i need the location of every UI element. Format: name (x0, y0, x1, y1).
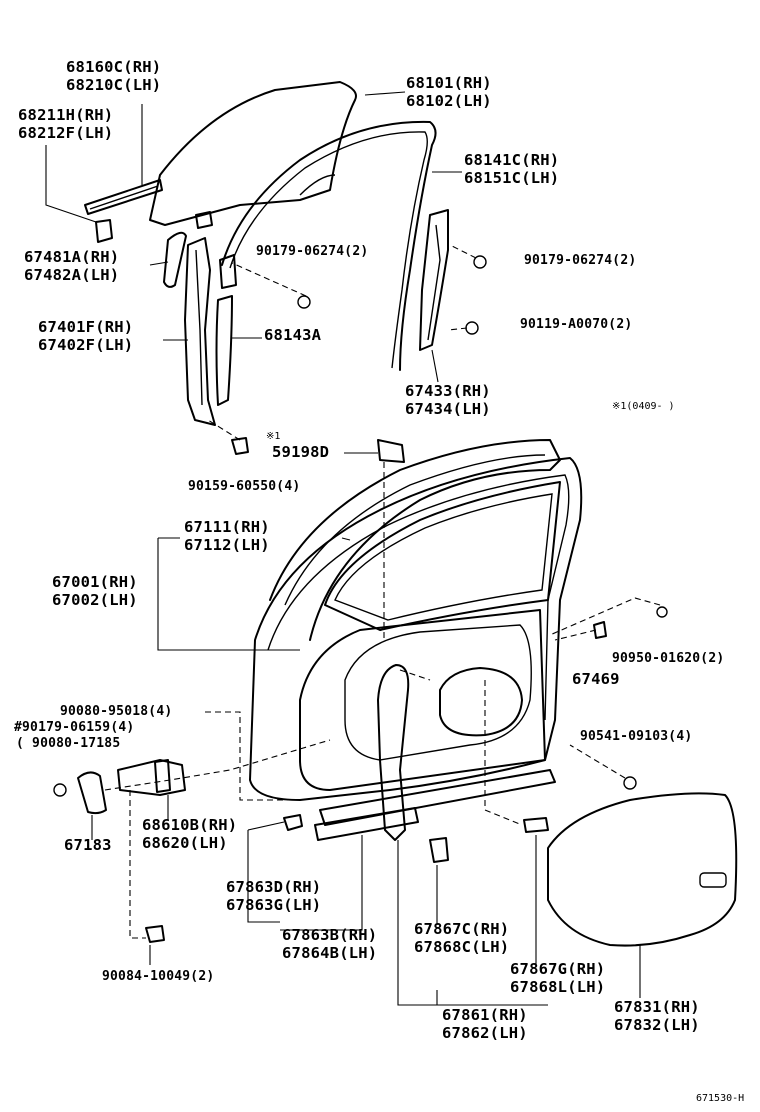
callout-67001: 67001(RH)67002(LH) (52, 573, 138, 609)
door-glass (149, 81, 357, 226)
callout-59198d: 59198D (272, 443, 330, 461)
callout-90159-60550: 90159-60550(4) (188, 479, 301, 494)
callout-68610b: 68610B(RH)68620(LH) (142, 816, 238, 852)
callout-90541-09103: 90541-09103(4) (580, 729, 693, 744)
callout-67861: 67861(RH)67862(LH) (442, 1006, 528, 1042)
callout-67433: 67433(RH)67434(LH) (405, 382, 491, 418)
callout-67469: 67469 (572, 670, 620, 688)
callout-note-1-marker: ※1 (266, 431, 281, 442)
callout-68141c: 68141C(RH)68151C(LH) (464, 151, 560, 187)
callout-90950-01620: 90950-01620(2) (612, 651, 725, 666)
callout-67831: 67831(RH)67832(LH) (614, 998, 700, 1034)
callout-90080-17185: ( 90080-17185 (16, 736, 121, 751)
callout-67401f: 67401F(RH)67402F(LH) (38, 318, 134, 354)
callout-90080-95018: 90080-95018(4) (60, 704, 173, 719)
callout-67111: 67111(RH)67112(LH) (184, 518, 270, 554)
callout-67867c: 67867C(RH)67868C(LH) (414, 920, 510, 956)
callout-90179-06159: #90179-06159(4) (14, 720, 135, 735)
callout-90084-10049: 90084-10049(2) (102, 969, 215, 984)
callout-90179-06274-a: 90179-06274(2) (256, 244, 369, 259)
callout-68160c: 68160C(RH)68210C(LH) (66, 58, 162, 94)
callout-67863d: 67863D(RH)67863G(LH) (226, 878, 322, 914)
callout-67183: 67183 (64, 836, 112, 854)
callout-90179-06274-b: 90179-06274(2) (524, 253, 637, 268)
callout-67863b: 67863B(RH)67864B(LH) (282, 926, 378, 962)
callout-68101: 68101(RH)68102(LH) (406, 74, 492, 110)
callout-68211h: 68211H(RH)68212F(LH) (18, 106, 114, 142)
footer-code: 671530-H (696, 1093, 745, 1104)
callout-68143a: 68143A (264, 326, 322, 344)
callout-67481a: 67481A(RH)67482A(LH) (24, 248, 120, 284)
callout-90119-a0070: 90119-A0070(2) (520, 317, 633, 332)
callout-note-1: ※1(0409- ) (612, 401, 675, 412)
callout-67867g: 67867G(RH)67868L(LH) (510, 960, 606, 996)
